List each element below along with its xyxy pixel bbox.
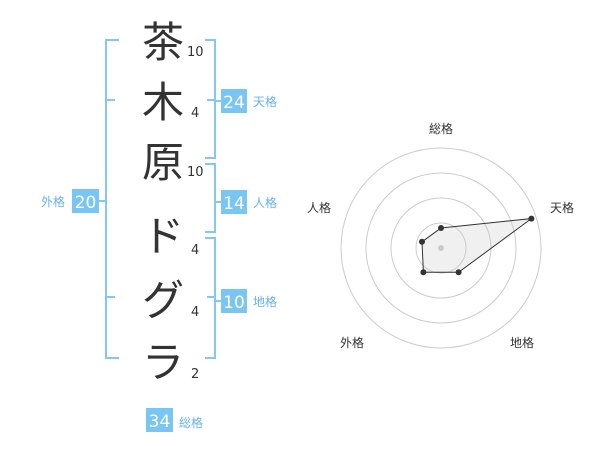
radar-vertex-chikaku bbox=[455, 269, 462, 276]
chikaku-badge-box bbox=[221, 289, 247, 313]
name-char-6: ラ bbox=[142, 338, 184, 387]
soukaku-label: 総格 bbox=[179, 415, 203, 430]
stroke-count-6: 2 bbox=[191, 367, 199, 382]
chikaku-badge: 10 地格 bbox=[221, 289, 277, 313]
jinkaku-bracket bbox=[205, 163, 216, 233]
radar-axis-label-gaikaku: 外格 bbox=[340, 335, 364, 350]
radar-vertex-jinkaku bbox=[419, 238, 425, 245]
name-char-4: ド bbox=[142, 212, 184, 261]
chikaku-value: 10 bbox=[223, 293, 245, 313]
gaikaku-label: 外格 bbox=[41, 194, 65, 209]
brackets bbox=[99, 39, 221, 359]
radar-vertices bbox=[419, 215, 535, 276]
soukaku-value: 34 bbox=[149, 412, 171, 432]
jinkaku-value: 14 bbox=[223, 194, 245, 214]
radar-vertex-tenkaku bbox=[528, 215, 535, 222]
radar-vertex-soukaku bbox=[438, 225, 444, 231]
radar-polygon bbox=[421, 217, 534, 273]
radar-axis-label-tenkaku: 天格 bbox=[550, 200, 574, 215]
tenkaku-badge-box bbox=[221, 89, 247, 113]
name-char-5: グ bbox=[142, 276, 184, 325]
jinkaku-badge-box bbox=[221, 190, 247, 214]
stroke-count-3: 10 bbox=[187, 165, 204, 180]
gaikaku-bracket bbox=[105, 39, 119, 359]
radar-axis-label-chikaku: 地格 bbox=[510, 335, 534, 350]
stroke-counts: 10 4 10 4 4 2 bbox=[187, 45, 204, 382]
gaikaku-badge-box bbox=[72, 189, 99, 213]
tenkaku-label: 天格 bbox=[253, 94, 277, 109]
fortune-radar-chart: 総格 天格 地格 外格 人格 bbox=[307, 121, 574, 350]
radar-vertex-gaikaku bbox=[420, 269, 427, 276]
soukaku-badge-box bbox=[146, 408, 173, 432]
name-char-2: 木 bbox=[142, 78, 184, 127]
tenkaku-value: 24 bbox=[223, 93, 245, 113]
name-char-1: 茶 bbox=[142, 18, 184, 67]
stroke-count-4: 4 bbox=[191, 243, 199, 258]
stroke-count-2: 4 bbox=[191, 106, 199, 121]
name-char-3: 原 bbox=[142, 138, 184, 187]
radar-ring-1 bbox=[415, 222, 467, 274]
stroke-count-1: 10 bbox=[187, 45, 204, 60]
name-characters: 茶 木 原 ド グ ラ bbox=[142, 18, 184, 387]
stroke-count-5: 4 bbox=[191, 305, 199, 320]
radar-axis-label-jinkaku: 人格 bbox=[307, 200, 331, 215]
chikaku-label: 地格 bbox=[253, 294, 277, 309]
jinkaku-badge: 14 人格 bbox=[221, 190, 277, 214]
radar-ring-3 bbox=[365, 172, 517, 324]
radar-ring-4 bbox=[340, 147, 542, 349]
gaikaku-badge: 外格 20 bbox=[41, 189, 99, 213]
radar-axis-label-soukaku: 総格 bbox=[429, 121, 453, 136]
tenkaku-badge: 24 天格 bbox=[221, 89, 277, 113]
jinkaku-label: 人格 bbox=[253, 195, 277, 210]
soukaku-badge: 34 総格 bbox=[146, 408, 203, 432]
gaikaku-value: 20 bbox=[75, 193, 97, 213]
radar-center-dot bbox=[438, 245, 444, 251]
